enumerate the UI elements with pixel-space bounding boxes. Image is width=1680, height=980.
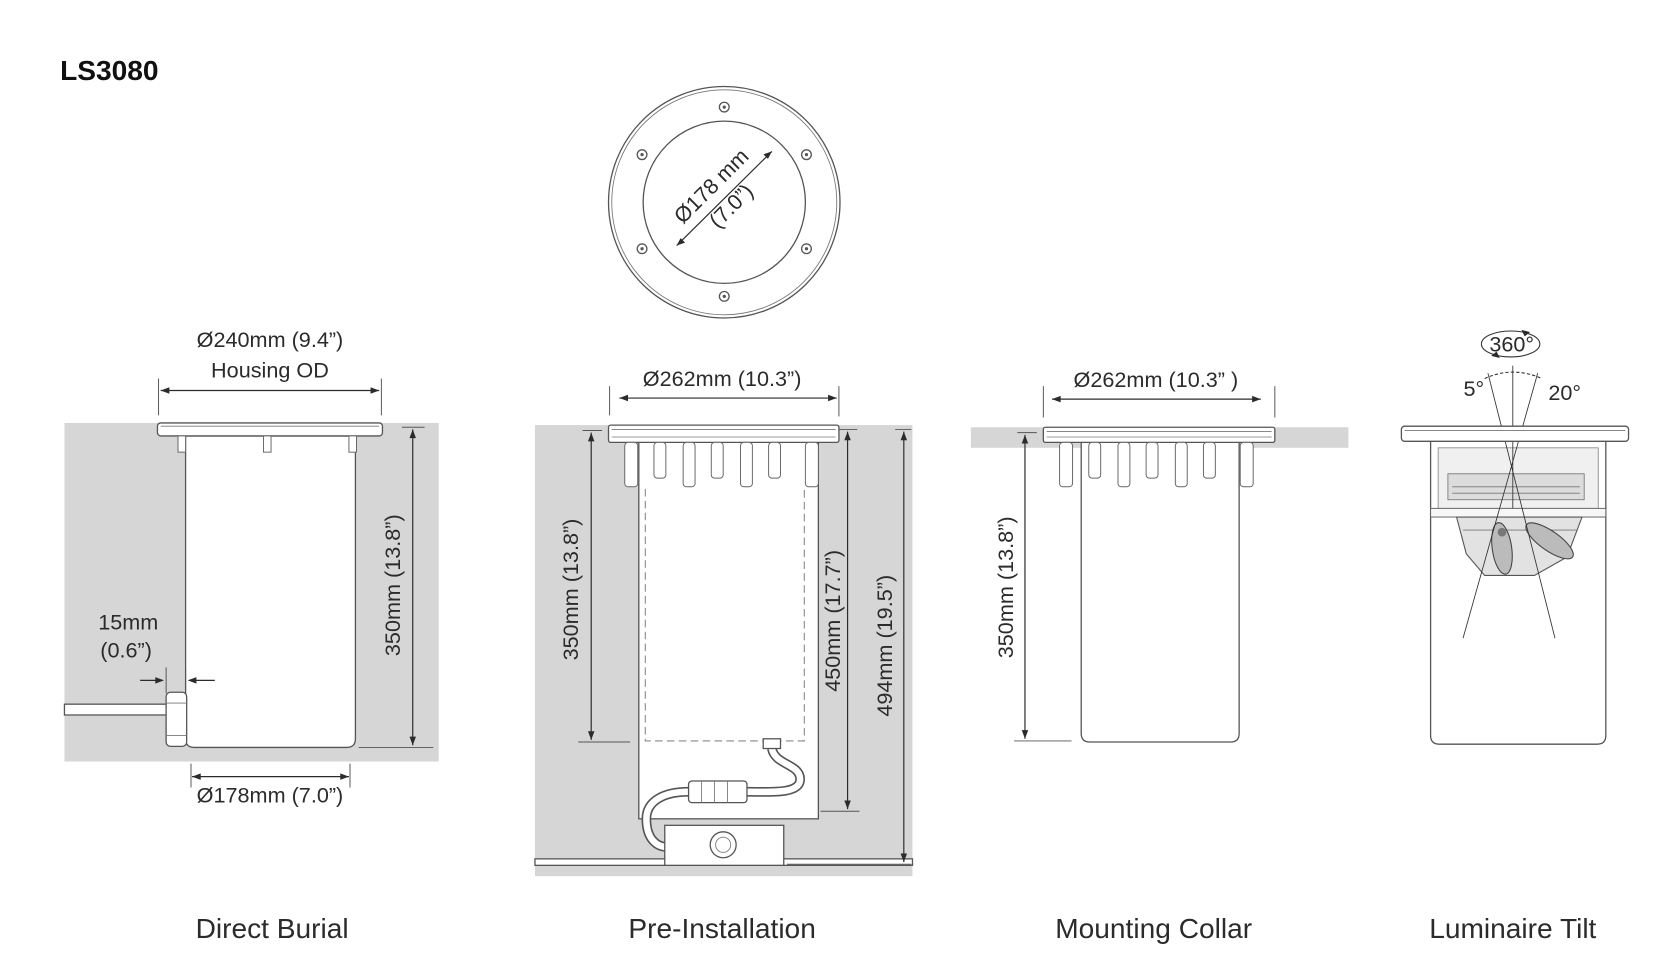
arrowhead (619, 394, 628, 402)
tilt-max-label: 20° (1548, 380, 1581, 405)
mounting-bolt (739, 441, 753, 488)
arrowhead (155, 677, 164, 684)
arrowhead (828, 394, 837, 402)
mounting-bolt (624, 441, 639, 488)
trim-screw (636, 243, 648, 255)
arrowhead (587, 731, 595, 740)
tilt-min-label: 5° (1464, 376, 1485, 401)
trim-screw (800, 243, 812, 255)
mounting-bolt (682, 441, 696, 488)
model-title: LS3080 (60, 55, 158, 86)
mounting-bolt (768, 441, 781, 479)
luminaire-tilt-view: 360° 5° 20° Luminaire Tilt (1400, 329, 1630, 944)
arrowhead (900, 431, 908, 441)
flange-dimension-label: Ø262mm (10.3” ) (1074, 367, 1239, 392)
junction-box-port (709, 831, 737, 859)
mounting-bolt (804, 441, 819, 488)
top-view-ring-edge (611, 89, 838, 316)
mounting-bolt (1239, 441, 1254, 488)
wall-dimension-mm: 15mm (98, 610, 158, 635)
trim-screw (718, 290, 730, 302)
tilt-beam-line (1462, 373, 1539, 639)
tilt-beam-line (1487, 373, 1556, 639)
mounting-bolt (262, 435, 272, 453)
arrowhead (1052, 395, 1061, 403)
arrowhead (160, 387, 170, 394)
arrowhead (1252, 395, 1261, 403)
arrowhead (1491, 351, 1500, 359)
mounting-collar-view: Ø262mm (10.3” ) 350mm (13.8”) Mounting C… (970, 367, 1349, 944)
arrowhead (409, 429, 416, 439)
mounting-bolt (1117, 441, 1131, 488)
arrowhead (844, 800, 851, 810)
height-dimension-label: 350mm (13.8”) (380, 514, 405, 656)
arrowhead (192, 773, 201, 780)
arrowhead (1521, 329, 1531, 337)
arrowhead (370, 387, 380, 394)
trim-screw (636, 149, 648, 161)
housing-flange (156, 422, 384, 437)
pivot-screw (1497, 527, 1507, 537)
power-cable-core (746, 747, 804, 796)
rotation-label: 360° (1489, 332, 1534, 357)
direct-burial-view: Ø240mm (9.4”) Housing OD 350mm (13.8”) 1… (63, 327, 439, 944)
arrowhead (587, 432, 595, 442)
cable-connector (762, 738, 782, 750)
mounting-bolt (1174, 441, 1188, 488)
arrowhead (409, 736, 416, 746)
power-cable (63, 703, 169, 716)
mounting-bolt (653, 441, 667, 479)
overall-height-dimension-label: 494mm (19.5”) (872, 575, 897, 717)
installation-sleeve (638, 437, 820, 820)
power-cable-core (643, 788, 689, 851)
sleeve-flange (607, 424, 840, 444)
tilt-arc (1484, 371, 1543, 380)
pre-installation-caption: Pre-Installation (628, 913, 816, 944)
sleeve-height-dimension-label: 450mm (17.7”) (820, 550, 845, 692)
mounting-bolt (710, 441, 724, 479)
arrowhead (340, 773, 349, 780)
housing-height-dimension-label: 350mm (13.8”) (558, 519, 583, 661)
collar-flange (1042, 426, 1276, 444)
mounting-bolt (177, 435, 187, 453)
wall-dimension-in: (0.6”) (100, 638, 152, 663)
arrowhead (1021, 434, 1029, 444)
mounting-collar-caption: Mounting Collar (1055, 913, 1252, 944)
housing-od-caption: Housing OD (211, 358, 329, 383)
mounting-bolt (1088, 441, 1102, 479)
housing-body (184, 435, 357, 749)
aperture-dimension-line (676, 151, 773, 246)
flange-dimension-label: Ø262mm (10.3”) (643, 366, 802, 391)
mounting-bolt (1059, 441, 1074, 488)
arrowhead (763, 151, 772, 159)
trim-screw (718, 101, 730, 113)
inline-connector (687, 780, 748, 804)
height-dimension-label: 350mm (13.8”) (993, 516, 1018, 658)
housing-od-dimension-label: Ø240mm (9.4”) (197, 327, 344, 352)
mounting-bolt (1145, 441, 1159, 479)
arrowhead (844, 431, 851, 441)
housing-body (1080, 441, 1240, 743)
housing-flange (1400, 425, 1630, 442)
cable-gland (165, 691, 188, 748)
trim-screw (800, 149, 812, 161)
arrowhead (900, 853, 908, 863)
junction-box-port-inner (715, 836, 732, 853)
arrowhead (1021, 730, 1029, 739)
arrowhead (676, 238, 686, 246)
luminaire-tilt-caption: Luminaire Tilt (1429, 913, 1596, 944)
mounting-bolt (1202, 441, 1216, 479)
top-view: Ø178 mm (7.0”) (607, 85, 841, 319)
rotation-indicator (1480, 330, 1541, 358)
direct-burial-caption: Direct Burial (196, 913, 349, 944)
arrowhead (187, 677, 197, 684)
housing-outline-dashed (644, 488, 805, 742)
tilt-arm (1491, 522, 1513, 575)
pre-installation-view: Ø262mm (10.3”) 350mm (13.8”) 450mm (17.7… (534, 366, 914, 944)
mounting-bolt (348, 435, 357, 453)
mounting-plate (1430, 507, 1607, 518)
base-dimension-label: Ø178mm (7.0”) (197, 783, 344, 808)
